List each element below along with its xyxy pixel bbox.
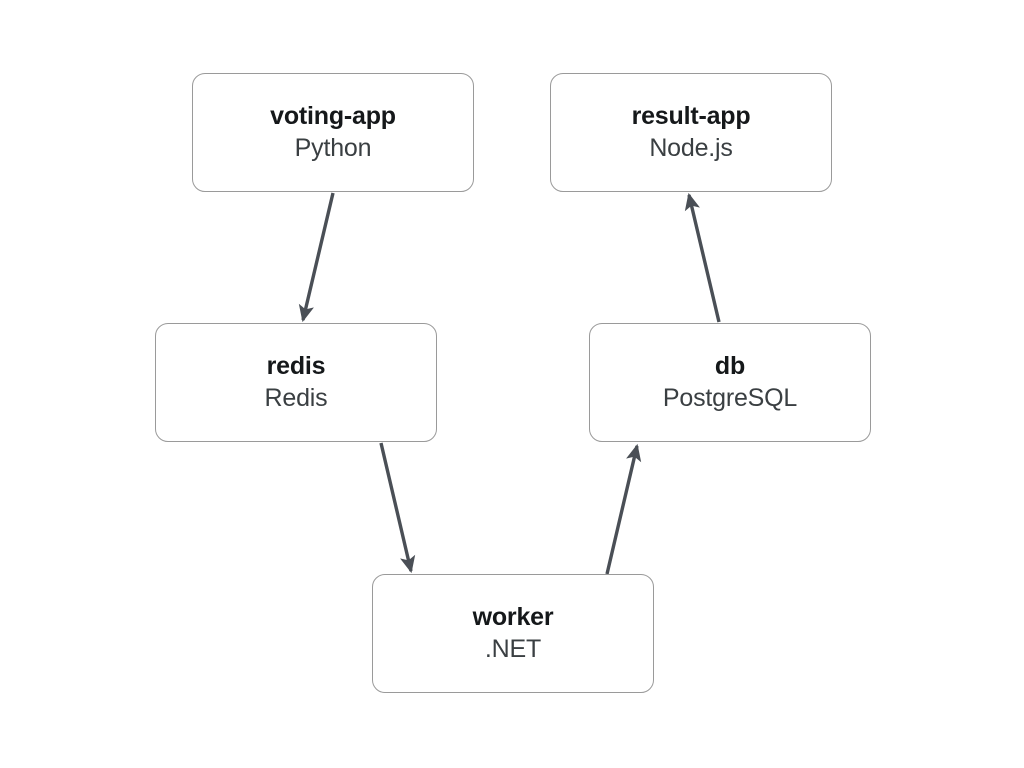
node-redis[interactable]: redis Redis xyxy=(155,323,437,442)
node-db-title: db xyxy=(714,352,746,380)
edge-redis-to-worker xyxy=(379,442,416,574)
node-voting-app-title: voting-app xyxy=(270,102,396,130)
node-result-app-subtitle: Node.js xyxy=(649,133,733,162)
node-worker-subtitle: .NET xyxy=(484,634,542,663)
node-voting-app[interactable]: voting-app Python xyxy=(192,73,474,192)
node-worker-title: worker xyxy=(472,603,554,631)
node-db[interactable]: db PostgreSQL xyxy=(589,323,871,442)
edge-db-to-result-app xyxy=(684,192,721,323)
node-result-app[interactable]: result-app Node.js xyxy=(550,73,832,192)
edge-voting-app-to-redis xyxy=(298,192,335,323)
edge-worker-to-db xyxy=(605,443,642,575)
node-redis-subtitle: Redis xyxy=(264,383,328,412)
node-db-subtitle: PostgreSQL xyxy=(662,383,798,412)
node-worker[interactable]: worker .NET xyxy=(372,574,654,693)
node-redis-title: redis xyxy=(266,352,326,380)
node-voting-app-subtitle: Python xyxy=(294,133,372,162)
node-result-app-title: result-app xyxy=(631,102,751,130)
